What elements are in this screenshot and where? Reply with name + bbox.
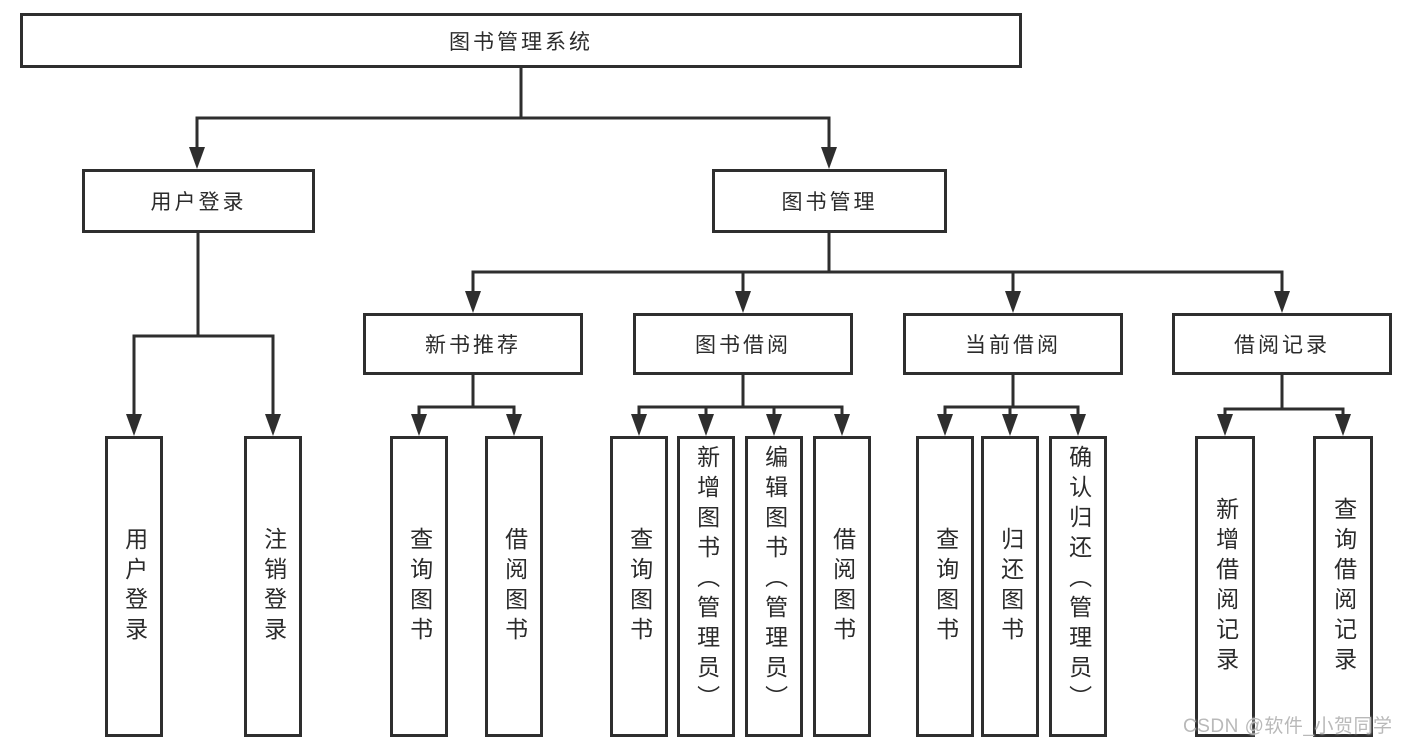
leaf-query-book-recommend-label: 查询图书 <box>406 526 433 647</box>
leaf-query-book-current-label: 查询图书 <box>932 526 959 647</box>
node-new-book-recommend: 新书推荐 <box>363 313 583 375</box>
leaf-query-book-borrow-label: 查询图书 <box>626 526 653 647</box>
leaf-add-book-admin: 新增图书（管理员） <box>677 436 735 737</box>
leaf-query-book-recommend: 查询图书 <box>390 436 448 737</box>
arrowheads-level2 <box>189 147 837 169</box>
leaf-query-book-borrow: 查询图书 <box>610 436 668 737</box>
leaf-add-borrow-record-label: 新增借阅记录 <box>1212 496 1239 677</box>
leaf-confirm-return-admin: 确认归还（管理员） <box>1049 436 1107 737</box>
connector-bookmgmt-to-level3 <box>471 233 1284 294</box>
connector-userlogin-to-leaves <box>132 233 275 416</box>
leaf-edit-book-admin-label: 编辑图书（管理员） <box>761 445 788 715</box>
connector-root-to-level2 <box>195 68 831 150</box>
leaf-borrow-book: 借阅图书 <box>813 436 871 737</box>
node-current-borrow: 当前借阅 <box>903 313 1123 375</box>
leaf-add-book-admin-label: 新增图书（管理员） <box>693 445 720 715</box>
leaf-borrow-book-label: 借阅图书 <box>829 526 856 647</box>
node-root: 图书管理系统 <box>20 13 1022 68</box>
leaf-logout: 注销登录 <box>244 436 302 737</box>
leaf-query-borrow-record: 查询借阅记录 <box>1313 436 1373 737</box>
leaf-edit-book-admin: 编辑图书（管理员） <box>745 436 803 737</box>
arrowheads-bookborrow <box>631 414 850 436</box>
arrowheads-userlogin <box>126 414 281 436</box>
connector-records-to-leaves <box>1223 375 1345 416</box>
leaf-return-book-label: 归还图书 <box>997 526 1024 647</box>
leaf-borrow-book-recommend-label: 借阅图书 <box>501 526 528 647</box>
arrowheads-records <box>1217 414 1351 436</box>
node-book-borrow: 图书借阅 <box>633 313 853 375</box>
leaf-query-borrow-record-label: 查询借阅记录 <box>1330 496 1357 677</box>
leaf-borrow-book-recommend: 借阅图书 <box>485 436 543 737</box>
arrowheads-newbook <box>411 414 522 436</box>
leaf-query-book-current: 查询图书 <box>916 436 974 737</box>
connector-currentborrow-to-leaves <box>943 375 1080 416</box>
leaf-confirm-return-admin-label: 确认归还（管理员） <box>1065 445 1092 715</box>
arrowheads-currentborrow <box>937 414 1086 436</box>
connector-newbook-to-leaves <box>417 375 516 416</box>
watermark: CSDN @软件_小贺同学 <box>1183 716 1393 737</box>
node-book-management: 图书管理 <box>712 169 947 233</box>
leaf-user-login-label: 用户登录 <box>121 526 148 647</box>
node-borrow-records: 借阅记录 <box>1172 313 1392 375</box>
leaf-logout-label: 注销登录 <box>260 526 287 647</box>
leaf-add-borrow-record: 新增借阅记录 <box>1195 436 1255 737</box>
connector-bookborrow-to-leaves <box>637 375 844 416</box>
arrowheads-level3 <box>465 291 1290 313</box>
node-user-login: 用户登录 <box>82 169 315 233</box>
leaf-user-login: 用户登录 <box>105 436 163 737</box>
leaf-return-book: 归还图书 <box>981 436 1039 737</box>
